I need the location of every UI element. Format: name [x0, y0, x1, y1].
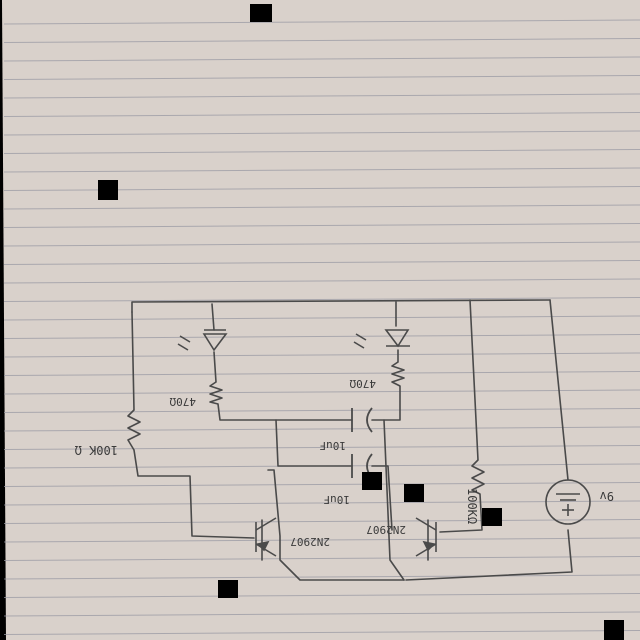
- ruled-lines: [3, 19, 640, 635]
- label-r-right-led: 470Ω: [349, 377, 376, 390]
- ruled-line: [3, 315, 640, 321]
- ruled-line: [3, 204, 640, 210]
- transistor-left: [255, 517, 277, 557]
- ruled-line: [3, 556, 640, 561]
- ruled-line: [3, 371, 640, 376]
- capacitors: [351, 407, 373, 479]
- ruled-line: [3, 112, 640, 117]
- ruled-line: [3, 278, 640, 284]
- led-left: [177, 329, 228, 352]
- ruled-line: [3, 93, 640, 99]
- ruled-line: [3, 38, 640, 43]
- ruled-line: [3, 56, 640, 62]
- ruled-line: [3, 352, 640, 358]
- label-q-left: 2N2907: [290, 535, 330, 548]
- ruled-line: [3, 426, 640, 432]
- ruled-line: [3, 482, 640, 487]
- led-right: [353, 329, 410, 349]
- label-cap-bottom: 10uF: [324, 493, 351, 506]
- transistor-right: [415, 517, 437, 557]
- ruled-line: [3, 519, 640, 524]
- label-r-left-led: 470Ω: [169, 395, 196, 408]
- ruled-line: [3, 574, 640, 580]
- ruled-line: [3, 223, 640, 228]
- ruled-line: [3, 167, 640, 173]
- ruled-line: [3, 389, 640, 395]
- ruled-line: [3, 593, 640, 598]
- redaction-blocks: [98, 4, 624, 640]
- circuit-wires: [131, 299, 573, 581]
- ruled-line: [3, 500, 640, 506]
- resistor-zigzags: [127, 361, 485, 495]
- ruled-line: [3, 445, 640, 450]
- ruled-line: [3, 19, 640, 25]
- battery-symbol: [545, 479, 591, 525]
- ruled-line: [3, 75, 640, 80]
- label-cap-top: 10uF: [320, 439, 347, 452]
- ruled-line: [3, 149, 640, 154]
- label-battery: 9v: [600, 489, 614, 503]
- label-r-right-base: 100KΩ: [465, 488, 479, 524]
- ruled-line: [3, 408, 640, 413]
- label-r-left-base: 100K Ω: [75, 443, 118, 457]
- ruled-line: [3, 260, 640, 265]
- ruled-line: [3, 611, 640, 617]
- component-labels: 470Ω 470Ω 100K Ω 100KΩ 10uF 10uF 2N2907 …: [75, 377, 614, 548]
- ruled-line: [3, 241, 640, 247]
- ruled-line: [3, 297, 640, 302]
- ruled-line: [3, 130, 640, 136]
- ruled-line: [3, 630, 640, 635]
- ruled-line: [3, 334, 640, 339]
- label-q-right: 2N2907: [366, 523, 406, 536]
- ruled-line: [3, 537, 640, 543]
